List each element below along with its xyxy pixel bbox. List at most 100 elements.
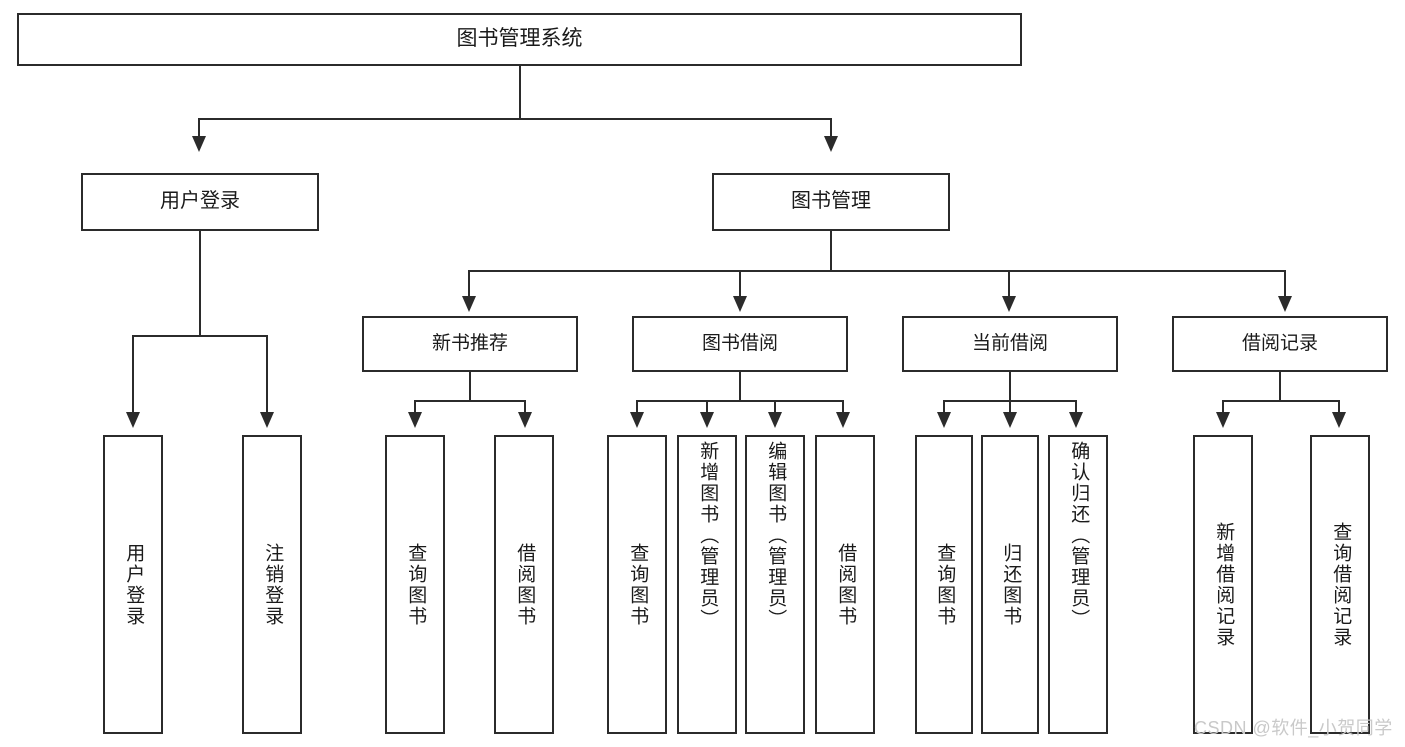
connector-current-borrow-stem — [1009, 372, 1011, 400]
arrowhead-current-borrow — [1002, 296, 1016, 312]
connector-current-borrow-leaf2 — [1009, 400, 1011, 415]
connector-new-book-bus — [414, 400, 526, 402]
node-borrow-record[interactable]: 借阅记录 — [1172, 316, 1388, 372]
node-user-login[interactable]: 用户登录 — [81, 173, 319, 231]
leaf-inner: 借阅图书 — [817, 437, 873, 732]
connector-user-login-stem — [199, 231, 201, 335]
arrowhead-user-login — [192, 136, 206, 152]
connector-user-login-leaf2 — [266, 335, 268, 415]
arrowhead-book-borrow-leaf3 — [768, 412, 782, 428]
connector-root-stem — [519, 66, 521, 118]
node-book-manage-label: 图书管理 — [791, 190, 871, 213]
connector-book-borrow-leaf2 — [706, 400, 708, 415]
connector-to-new-book — [468, 270, 470, 298]
leaf-inner: 查询图书 — [609, 437, 665, 732]
leaf-new-book-query[interactable]: 查询图书 — [385, 435, 445, 734]
leaf-current-borrow-confirm[interactable]: 确认归还（管理员） — [1048, 435, 1108, 734]
leaf-current-borrow-return[interactable]: 归还图书 — [981, 435, 1039, 734]
arrowhead-new-book-leaf2 — [518, 412, 532, 428]
leaf-inner: 归还图书 — [983, 437, 1037, 732]
leaf-label: 查询图书 — [405, 542, 427, 627]
connector-level1-bus — [198, 118, 832, 120]
arrowhead-new-book — [462, 296, 476, 312]
leaf-borrow-record-add[interactable]: 新增借阅记录 — [1193, 435, 1253, 734]
arrowhead-book-borrow — [733, 296, 747, 312]
arrowhead-current-borrow-leaf2 — [1003, 412, 1017, 428]
leaf-inner: 查询借阅记录 — [1312, 437, 1368, 732]
connector-new-book-stem — [469, 372, 471, 400]
connector-current-borrow-leaf3 — [1075, 400, 1077, 415]
leaf-label: 查询图书 — [934, 542, 956, 627]
node-book-manage[interactable]: 图书管理 — [712, 173, 950, 231]
connector-level2-bus — [468, 270, 1286, 272]
node-book-borrow[interactable]: 图书借阅 — [632, 316, 848, 372]
connector-borrow-record-bus — [1222, 400, 1340, 402]
connector-to-book-borrow — [739, 270, 741, 298]
connector-book-borrow-bus — [636, 400, 844, 402]
connector-to-current-borrow — [1008, 270, 1010, 298]
connector-current-borrow-leaf1 — [943, 400, 945, 415]
arrowhead-borrow-record — [1278, 296, 1292, 312]
leaf-book-borrow-query[interactable]: 查询图书 — [607, 435, 667, 734]
connector-new-book-leaf2 — [524, 400, 526, 415]
leaf-inner: 查询图书 — [387, 437, 443, 732]
leaf-label: 查询借阅记录 — [1330, 521, 1352, 648]
node-current-borrow[interactable]: 当前借阅 — [902, 316, 1118, 372]
arrowhead-book-manage — [824, 136, 838, 152]
leaf-inner: 确认归还（管理员） — [1050, 437, 1106, 736]
connector-book-borrow-stem — [739, 372, 741, 400]
leaf-current-borrow-query[interactable]: 查询图书 — [915, 435, 973, 734]
arrowhead-book-borrow-leaf2 — [700, 412, 714, 428]
connector-borrow-record-leaf1 — [1222, 400, 1224, 415]
connector-book-borrow-leaf4 — [842, 400, 844, 415]
leaf-label: 查询图书 — [627, 542, 649, 627]
arrowhead-current-borrow-leaf1 — [937, 412, 951, 428]
leaf-book-borrow-lend[interactable]: 借阅图书 — [815, 435, 875, 734]
node-root[interactable]: 图书管理系统 — [17, 13, 1022, 66]
node-current-borrow-label: 当前借阅 — [971, 332, 1048, 354]
connector-to-borrow-record — [1284, 270, 1286, 298]
leaf-inner: 新增借阅记录 — [1195, 437, 1251, 732]
connector-borrow-record-stem — [1279, 372, 1281, 400]
node-root-label: 图书管理系统 — [456, 27, 583, 51]
leaf-label: 借阅图书 — [835, 542, 857, 627]
connector-user-login-leaf1 — [132, 335, 134, 415]
leaf-label: 新增图书（管理员） — [697, 441, 719, 630]
leaf-book-borrow-add[interactable]: 新增图书（管理员） — [677, 435, 737, 734]
connector-new-book-leaf1 — [414, 400, 416, 415]
connector-to-user-login — [198, 118, 200, 140]
node-borrow-record-label: 借阅记录 — [1241, 332, 1318, 354]
leaf-label: 编辑图书（管理员） — [765, 441, 787, 630]
leaf-inner: 新增图书（管理员） — [679, 437, 735, 736]
leaf-label: 归还图书 — [1000, 542, 1022, 627]
leaf-inner: 查询图书 — [917, 437, 971, 732]
arrowhead-borrow-record-leaf2 — [1332, 412, 1346, 428]
connector-book-manage-stem — [830, 231, 832, 270]
leaf-new-book-borrow[interactable]: 借阅图书 — [494, 435, 554, 734]
arrowhead-book-borrow-leaf4 — [836, 412, 850, 428]
node-new-book[interactable]: 新书推荐 — [362, 316, 578, 372]
arrowhead-user-login-leaf1 — [126, 412, 140, 428]
arrowhead-new-book-leaf1 — [408, 412, 422, 428]
node-new-book-label: 新书推荐 — [431, 332, 508, 354]
leaf-user-login-logout[interactable]: 注销登录 — [242, 435, 302, 734]
connector-book-borrow-leaf3 — [774, 400, 776, 415]
leaf-label: 注销登录 — [262, 542, 284, 627]
arrowhead-current-borrow-leaf3 — [1069, 412, 1083, 428]
arrowhead-borrow-record-leaf1 — [1216, 412, 1230, 428]
connector-to-book-manage — [830, 118, 832, 140]
leaf-inner: 编辑图书（管理员） — [747, 437, 803, 736]
leaf-book-borrow-edit[interactable]: 编辑图书（管理员） — [745, 435, 805, 734]
node-book-borrow-label: 图书借阅 — [701, 332, 778, 354]
leaf-borrow-record-query[interactable]: 查询借阅记录 — [1310, 435, 1370, 734]
connector-book-borrow-leaf1 — [636, 400, 638, 415]
leaf-inner: 注销登录 — [244, 437, 300, 732]
leaf-label: 确认归还（管理员） — [1068, 441, 1090, 630]
leaf-label: 用户登录 — [123, 542, 145, 627]
connector-user-login-bus — [132, 335, 268, 337]
leaf-user-login-login[interactable]: 用户登录 — [103, 435, 163, 734]
leaf-label: 借阅图书 — [514, 542, 536, 627]
leaf-label: 新增借阅记录 — [1213, 521, 1235, 648]
arrowhead-user-login-leaf2 — [260, 412, 274, 428]
